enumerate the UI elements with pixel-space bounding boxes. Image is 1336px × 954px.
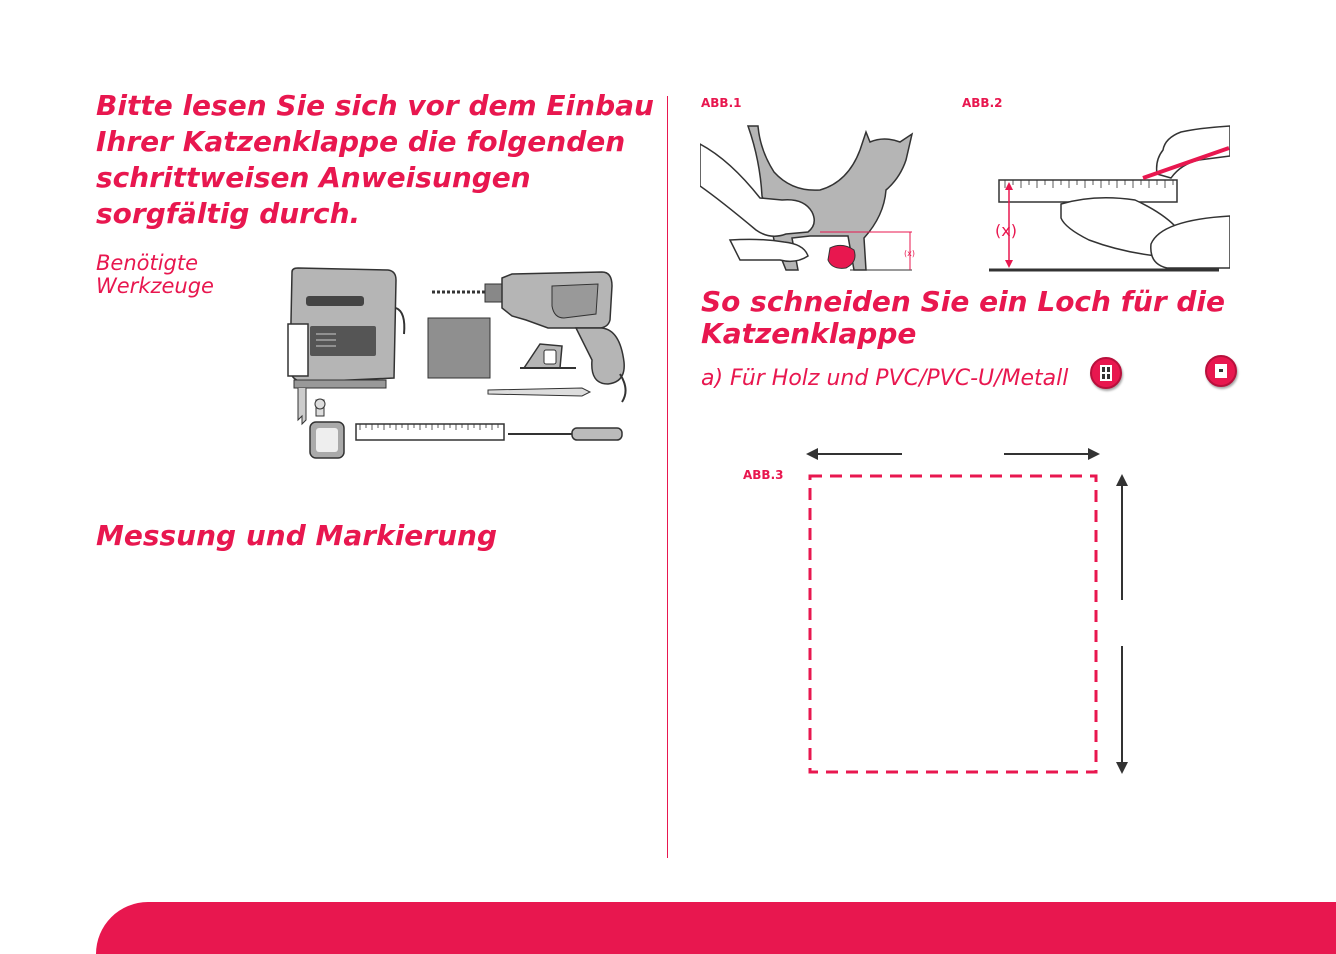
jigsaw-icon <box>287 267 406 426</box>
tape-measure-icon <box>520 343 576 369</box>
hand-icon <box>700 143 815 263</box>
pencil-icon <box>1142 146 1230 180</box>
height-measure-illustration: (x) <box>989 125 1230 272</box>
height-arrow <box>1116 474 1128 774</box>
tools-illustration <box>287 267 627 459</box>
ruler-icon <box>355 423 505 441</box>
column-divider <box>667 96 668 858</box>
glue-bottle-icon <box>309 398 345 459</box>
sandpaper-icon <box>427 317 491 379</box>
figure-label-abb1: ABB.1 <box>701 96 742 110</box>
footer-band <box>96 902 1336 954</box>
tape-measure-icon <box>827 244 856 269</box>
measure-heading: Messung und Markierung <box>96 519 497 552</box>
plain-door-icon <box>1205 355 1237 387</box>
screwdriver-icon <box>508 427 623 441</box>
glazed-door-icon <box>1090 357 1122 389</box>
intro-heading: Bitte lesen Sie sich vor dem Einbau Ihre… <box>96 89 654 230</box>
material-label: a) Für Holz und PVC/PVC-U/Metall <box>701 366 1069 391</box>
cutout-outline <box>808 474 1098 774</box>
x-marker-large: (x) <box>995 221 1017 240</box>
cut-hole-heading: So schneiden Sie ein Loch für die Katzen… <box>701 285 1226 350</box>
pencil-icon <box>487 387 592 397</box>
x-marker-small: (x) <box>904 249 915 258</box>
figure-label-abb3: ABB.3 <box>743 468 784 482</box>
width-arrow <box>806 448 1100 460</box>
tools-label: Benötigte Werkzeuge <box>96 251 214 298</box>
cat-measure-illustration: (x) <box>700 125 915 271</box>
cutout-template <box>806 448 1128 774</box>
drill-icon <box>432 271 627 403</box>
figure-label-abb2: ABB.2 <box>962 96 1003 110</box>
